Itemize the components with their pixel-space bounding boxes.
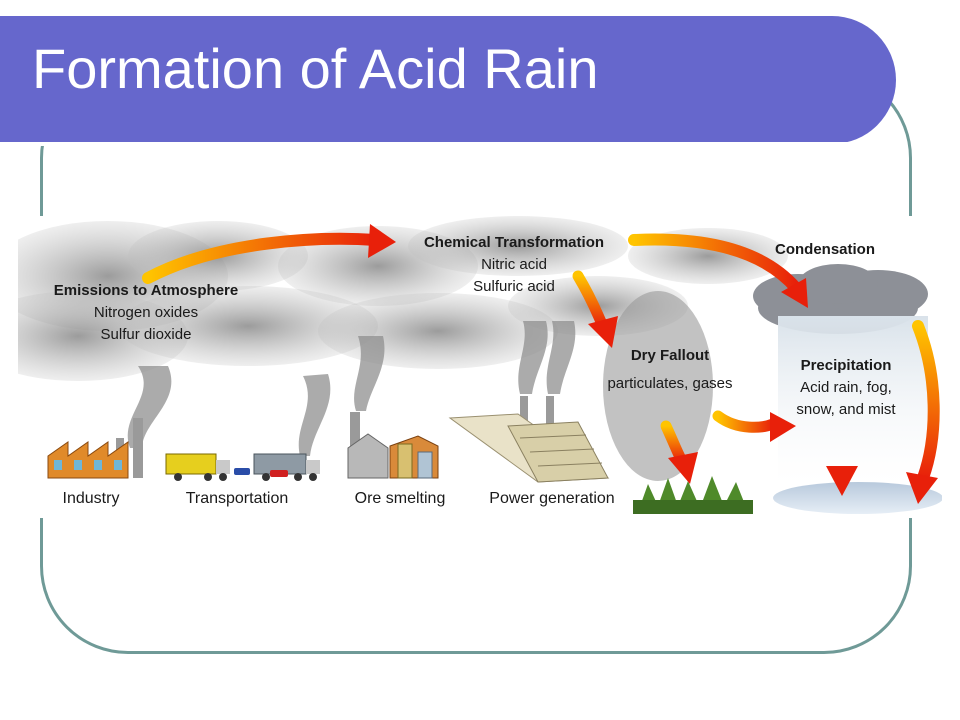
slide-title: Formation of Acid Rain <box>32 37 599 100</box>
dry-fallout-particles <box>603 291 713 481</box>
emissions-label: Emissions to Atmosphere Nitrogen oxides … <box>26 280 266 346</box>
arrow-head-condensation <box>781 278 808 308</box>
acid-rain-diagram: Emissions to Atmosphere Nitrogen oxides … <box>18 216 942 518</box>
chemical-transformation-label: Chemical Transformation Nitric acid Sulf… <box>394 232 634 298</box>
arrow-head-precipitation <box>770 412 796 442</box>
source-label-power-generation: Power generation <box>489 490 615 507</box>
chemical-line-1: Nitric acid <box>481 256 547 273</box>
precipitation-line-1: Acid rain, fog, <box>800 379 892 396</box>
source-label-industry: Industry <box>62 490 120 507</box>
emissions-line-2: Sulfur dioxide <box>100 326 192 343</box>
title-bar <box>0 16 896 146</box>
dry-fallout-line-1: particulates, gases <box>607 375 733 392</box>
grass-patch <box>633 476 753 514</box>
acid-puddle <box>773 482 942 514</box>
arrow-head-chemical <box>368 224 396 258</box>
transportation-trucks <box>165 453 320 481</box>
chemical-heading: Chemical Transformation <box>423 234 605 251</box>
precipitation-label: Precipitation Acid rain, fog, snow, and … <box>776 355 916 421</box>
condensation-label: Condensation <box>750 239 900 261</box>
chemical-line-2: Sulfuric acid <box>473 278 555 295</box>
diagram-illustration <box>18 216 942 514</box>
arrow-head-rain-down <box>826 466 858 496</box>
dry-fallout-heading: Dry Fallout <box>630 347 710 364</box>
arrow-head-dry-fallout <box>588 316 618 348</box>
flow-arrows <box>142 224 940 504</box>
precipitation-heading: Precipitation <box>800 357 892 374</box>
industry-factory <box>47 418 143 479</box>
smoke-plumes <box>127 321 576 456</box>
title-underline <box>0 142 848 146</box>
source-label-transportation: Transportation <box>185 490 289 507</box>
arrow-head-deposition <box>668 452 698 484</box>
emissions-line-1: Nitrogen oxides <box>93 304 199 321</box>
power-plant <box>448 396 610 483</box>
emissions-heading: Emissions to Atmosphere <box>53 282 239 299</box>
ore-smelter <box>347 412 439 479</box>
dry-fallout-label: Dry Fallout particulates, gases <box>586 342 754 398</box>
condensation-heading: Condensation <box>775 241 875 258</box>
arrow-head-runoff <box>906 472 938 504</box>
rain-curtain <box>778 316 928 486</box>
source-label-ore-smelting: Ore smelting <box>354 490 446 507</box>
precipitation-line-2: snow, and mist <box>796 401 896 418</box>
